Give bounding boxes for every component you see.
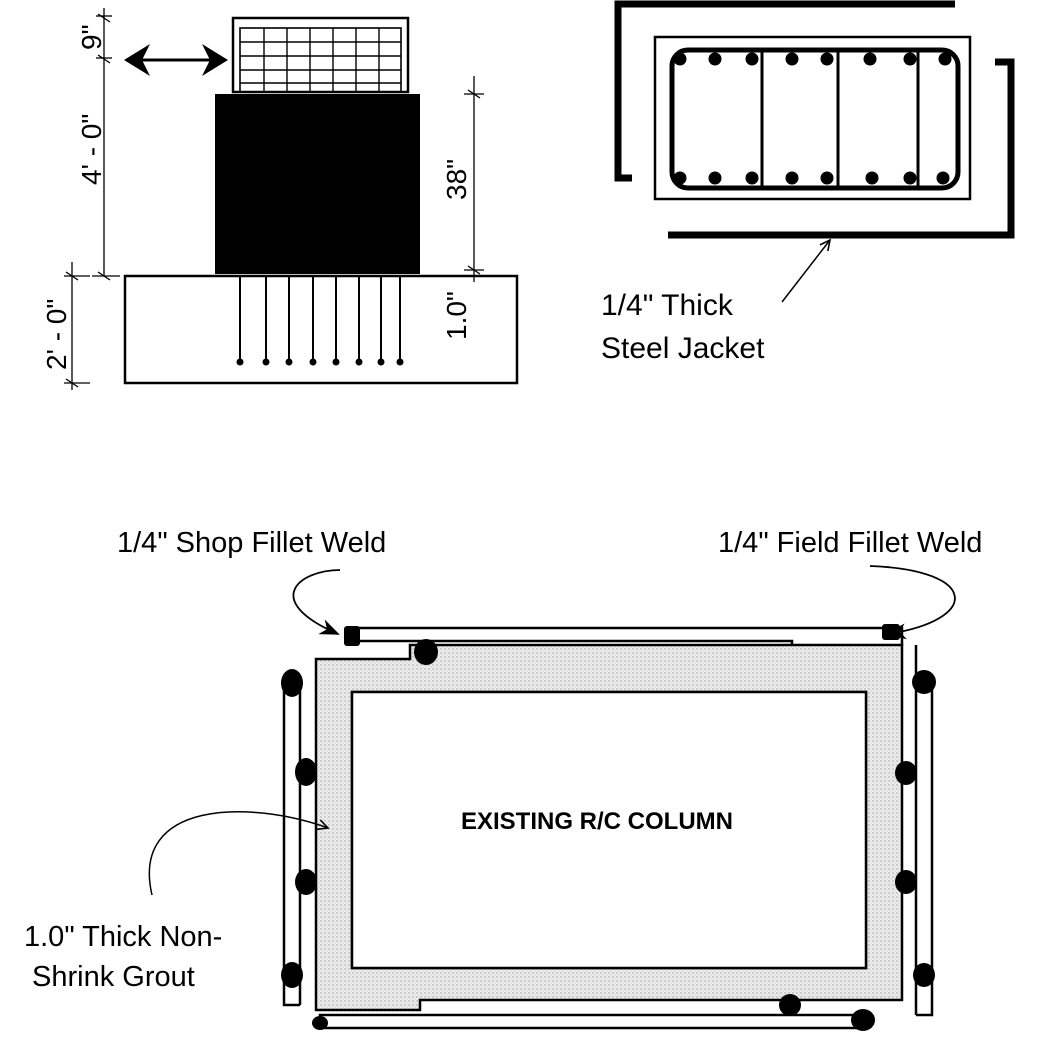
field-weld-leader bbox=[869, 565, 956, 640]
dim-4-ft: 4' - 0" bbox=[76, 114, 107, 185]
elevation-right-dimension bbox=[464, 76, 484, 282]
section-view: 1/4" Thick Steel Jacket bbox=[601, 0, 1015, 365]
section-jacket-upper bbox=[614, 0, 955, 182]
section-column-outline bbox=[653, 35, 972, 201]
jacket-label-line1: 1/4" Thick bbox=[601, 289, 734, 322]
elevation-footing bbox=[123, 274, 519, 385]
dim-38-inch: 38" bbox=[441, 159, 472, 200]
jacket-label-line2: Steel Jacket bbox=[601, 332, 765, 365]
grout-label-line2: Shrink Grout bbox=[32, 961, 195, 993]
grout-label-line1: 1.0" Thick Non- bbox=[24, 921, 222, 953]
section-rebars bbox=[673, 52, 952, 185]
grout-leader bbox=[148, 811, 330, 896]
section-jacket-lower bbox=[668, 58, 1015, 239]
field-weld-label: 1/4" Field Fillet Weld bbox=[718, 527, 982, 559]
elevation-mesh bbox=[231, 16, 410, 94]
plan-view: 1/4" Shop Fillet Weld 1/4" Field Fillet … bbox=[24, 527, 982, 1031]
elevation-double-arrow bbox=[124, 44, 228, 76]
elevation-view: 9" 4' - 0" 2' - 0" 38" 1.0" bbox=[41, 8, 519, 390]
existing-column bbox=[350, 690, 868, 970]
column-label: EXISTING R/C COLUMN bbox=[461, 808, 733, 835]
dim-1-inch: 1.0" bbox=[441, 291, 472, 340]
shop-weld-label: 1/4" Shop Fillet Weld bbox=[117, 527, 386, 559]
dim-9-inch: 9" bbox=[76, 24, 107, 50]
dim-2-ft: 2' - 0" bbox=[41, 299, 72, 370]
elevation-left-dimension bbox=[64, 8, 120, 390]
elevation-jacket bbox=[215, 94, 420, 274]
jacket-leader-arrow bbox=[781, 238, 832, 303]
section-stirrup bbox=[669, 47, 961, 191]
shop-weld-leader bbox=[292, 569, 341, 635]
